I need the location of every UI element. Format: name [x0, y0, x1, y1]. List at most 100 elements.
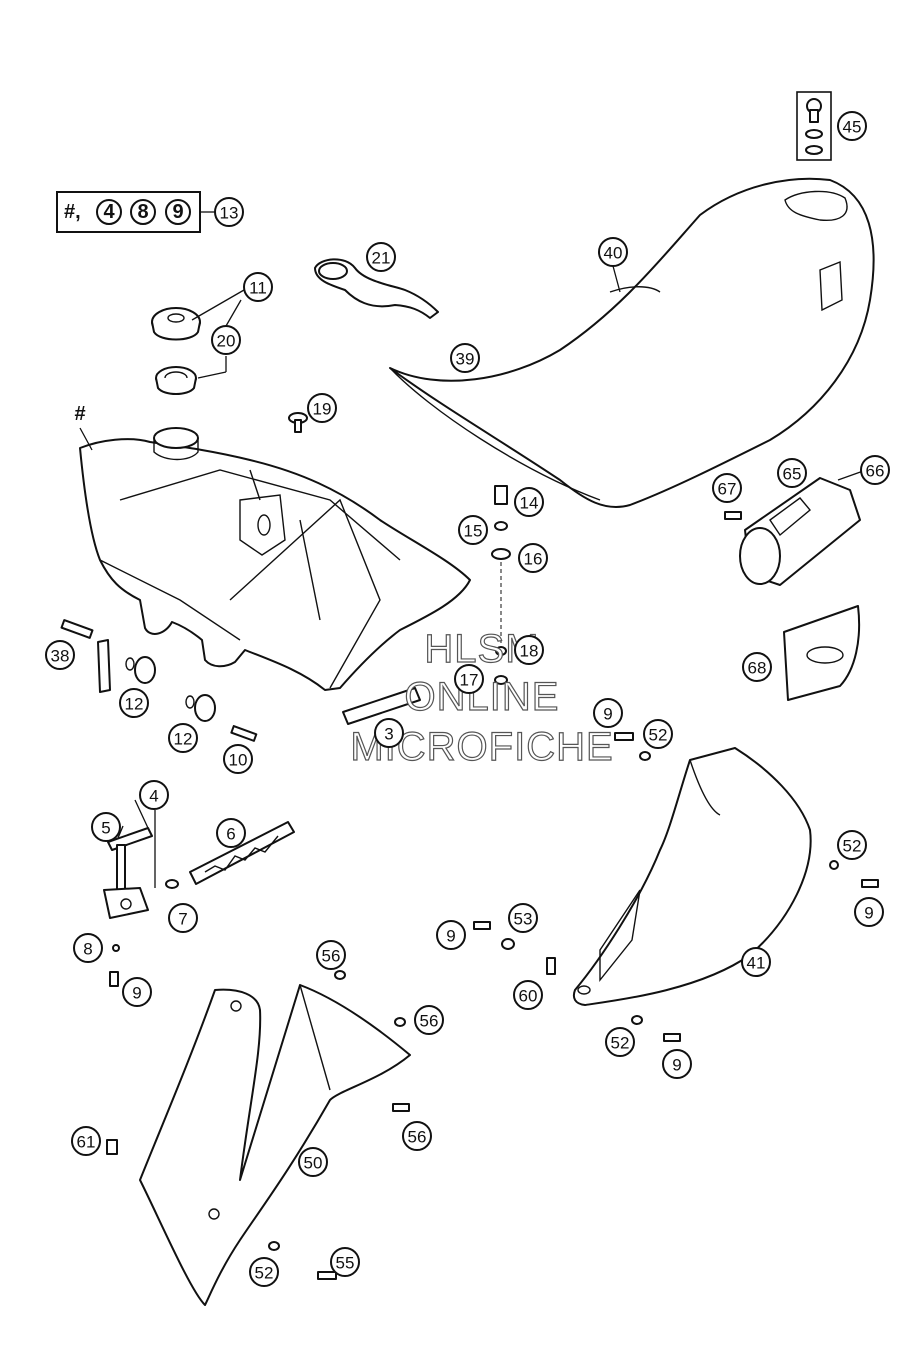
- callout-label: 8: [83, 940, 92, 959]
- callout-label: 67: [718, 480, 737, 499]
- callout-label: 40: [604, 244, 623, 263]
- callout-40: 40: [598, 237, 628, 267]
- fuel-tap: [103, 827, 153, 919]
- callout-61: 61: [71, 1126, 101, 1156]
- callout-label: 21: [372, 249, 391, 268]
- screw-9-left: [109, 971, 119, 987]
- callout-4: 4: [139, 780, 169, 810]
- callout-9: 9: [662, 1049, 692, 1079]
- callout-56: 56: [402, 1121, 432, 1151]
- callout-21: 21: [366, 242, 396, 272]
- callout-label: 9: [864, 904, 873, 923]
- callout-39: 39: [450, 343, 480, 373]
- callout-label: 9: [132, 984, 141, 1003]
- tank-pad: [342, 687, 421, 725]
- callout-17: 17: [454, 664, 484, 694]
- callout-label: 61: [77, 1133, 96, 1152]
- tank-vent-hose: [314, 258, 439, 319]
- callout-9: 9: [122, 977, 152, 1007]
- side-cover-left: [139, 984, 411, 1306]
- callout-label: 52: [843, 837, 862, 856]
- callout-38: 38: [45, 640, 75, 670]
- fuel-tank: [79, 427, 471, 691]
- callout-66: 66: [860, 455, 890, 485]
- callout-label: 56: [420, 1012, 439, 1031]
- callout-label: 10: [229, 751, 248, 770]
- kit-box: #, 4 8 9: [56, 191, 216, 233]
- side-cover-right: [572, 747, 812, 1006]
- callout-65: 65: [777, 458, 807, 488]
- callout-56: 56: [316, 940, 346, 970]
- callout-55: 55: [330, 1247, 360, 1277]
- callout-50: 50: [298, 1147, 328, 1177]
- callout-41: 41: [741, 947, 771, 977]
- callout-label: 66: [866, 462, 885, 481]
- decal: [783, 605, 861, 701]
- washer-8: [112, 944, 120, 952]
- callout-9: 9: [436, 920, 466, 950]
- callout-12: 12: [119, 688, 149, 718]
- tool-bag: [724, 477, 861, 586]
- callout-5: 5: [91, 812, 121, 842]
- callout-label: 52: [611, 1034, 630, 1053]
- callout-label: 17: [460, 671, 479, 690]
- callout-label: 9: [672, 1056, 681, 1075]
- callout-label: 56: [408, 1128, 427, 1147]
- callout-label: 15: [464, 522, 483, 541]
- callout-label: 52: [255, 1264, 274, 1283]
- callout-60: 60: [513, 980, 543, 1010]
- fuel-hose: [189, 821, 295, 885]
- callout-11: 11: [243, 272, 273, 302]
- callout-52: 52: [837, 830, 867, 860]
- callout-label: 19: [313, 400, 332, 419]
- callout-label: 38: [51, 647, 70, 666]
- tank-marker: #: [74, 403, 85, 425]
- callout-8: 8: [73, 933, 103, 963]
- callout-label: 55: [336, 1254, 355, 1273]
- kit-item-4: 4: [103, 201, 115, 223]
- callout-label: 3: [384, 725, 393, 744]
- callout-label: 53: [514, 910, 533, 929]
- callout-label: 60: [519, 987, 538, 1006]
- callout-53: 53: [508, 903, 538, 933]
- callout-label: 9: [603, 705, 612, 724]
- callout-label: 41: [747, 954, 766, 973]
- callout-18: 18: [514, 635, 544, 665]
- tank-mount-hardware: [491, 485, 511, 685]
- callout-label: 68: [748, 659, 767, 678]
- callout-label: 14: [520, 494, 539, 513]
- callout-label: 16: [524, 550, 543, 569]
- callout-label: 6: [226, 825, 235, 844]
- fuel-cap-gasket: [155, 366, 197, 395]
- callout-label: 12: [125, 695, 144, 714]
- watermark-line-3: MICROFICHE: [350, 725, 613, 769]
- callout-12: 12: [168, 723, 198, 753]
- fuel-cap: [151, 307, 201, 341]
- callout-label: 50: [304, 1154, 323, 1173]
- kit-item-8: 8: [137, 201, 148, 223]
- callout-label: 13: [220, 204, 239, 223]
- callout-label: 11: [249, 279, 267, 298]
- callout-52: 52: [643, 719, 673, 749]
- bolt-19: [288, 412, 308, 433]
- kit-prefix: #,: [64, 201, 81, 223]
- callout-9: 9: [854, 897, 884, 927]
- callout-56: 56: [414, 1005, 444, 1035]
- callout-label: 7: [178, 910, 187, 929]
- callout-9: 9: [593, 698, 623, 728]
- callout-52: 52: [249, 1257, 279, 1287]
- callout-13: 13: [214, 197, 244, 227]
- callout-15: 15: [458, 515, 488, 545]
- bushing-lower: [185, 694, 216, 722]
- callout-label: 12: [174, 730, 193, 749]
- hose-clip: [165, 879, 179, 889]
- callout-label: 52: [649, 726, 668, 745]
- bushing-upper: [125, 656, 156, 684]
- callout-label: 20: [217, 332, 236, 351]
- watermark: HLSM ONLINE MICROFICHE: [350, 626, 614, 769]
- callout-label: 18: [520, 642, 539, 661]
- callout-20: 20: [211, 325, 241, 355]
- callout-label: 45: [843, 118, 862, 137]
- seat-fastener-kit: [796, 91, 832, 161]
